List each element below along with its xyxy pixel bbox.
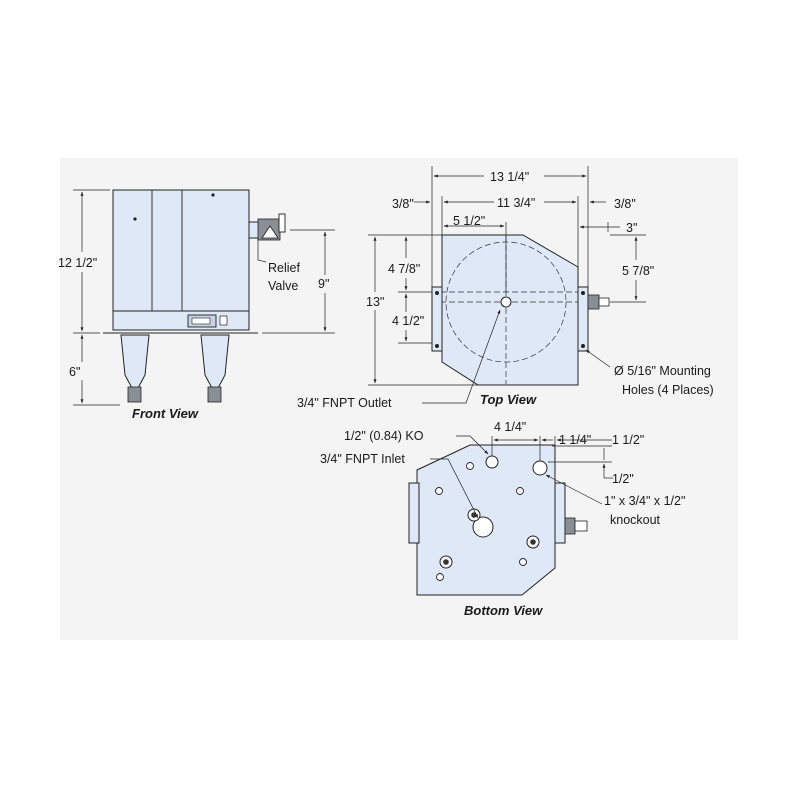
right-flange-label: 3/8" (614, 197, 636, 211)
upper-label: 4 7/8" (388, 262, 420, 276)
front-height-label: 12 1/2" (58, 256, 97, 270)
top-view-title: Top View (480, 392, 537, 407)
mounting-label-line-2: Holes (4 Places) (622, 383, 714, 397)
right-flange (577, 286, 589, 352)
front-base (112, 310, 250, 331)
inlet-label: 3/4" FNPT Inlet (320, 452, 405, 466)
leg-height-label: 6" (69, 365, 80, 379)
bottom-left-flange (408, 482, 420, 544)
center-offset-label: 5 1/2" (453, 214, 485, 228)
bottom-view-title: Bottom View (464, 603, 543, 618)
front-view-title: Front View (132, 406, 199, 421)
knockout-label-line-1: 1" x 3/4" x 1/2" (604, 494, 685, 508)
valve-height-label: 9" (318, 277, 329, 291)
leg-foot-right (207, 386, 222, 403)
bottom-valve-body (564, 517, 576, 535)
inlet-port (472, 516, 494, 538)
right-offset-label: 3" (626, 221, 637, 235)
overall-width-label: 13 1/4" (490, 170, 529, 184)
bolt-holes (435, 462, 527, 581)
lower-label: 4 1/2" (392, 314, 424, 328)
bottom-d4-label: 1/2" (612, 472, 634, 486)
bottom-d1-label: 4 1/4" (494, 420, 526, 434)
relief-valve (248, 213, 286, 241)
left-flange (431, 286, 443, 352)
front-leg-left (120, 334, 150, 389)
knockout-hole (532, 460, 548, 476)
front-view: 12 1/2" 6" Relief Valve 9" Front View (58, 189, 335, 421)
ko-hole (485, 455, 499, 469)
relief-label-line-1: Relief (268, 261, 300, 275)
top-view: 3/8" 3/8" 13 1/4" 11 3/4" 5 1/2" 3" 13" … (297, 166, 714, 410)
mounting-label-line-1: Ø 5/16" Mounting (614, 364, 711, 378)
bottom-d2-label: 1 1/4" (559, 433, 591, 447)
leg-foot-left (127, 386, 142, 403)
depth-label: 13" (366, 295, 384, 309)
knockout-label-line-2: knockout (610, 513, 661, 527)
left-flange-label: 3/8" (392, 197, 414, 211)
outlet-port (500, 296, 512, 308)
relief-label-line-2: Valve (268, 279, 298, 293)
bottom-right-flange (554, 482, 566, 544)
inner-width-label: 11 3/4" (497, 196, 535, 210)
outlet-label: 3/4" FNPT Outlet (297, 396, 392, 410)
ko-label: 1/2" (0.84) KO (344, 429, 424, 443)
front-leg-right (200, 334, 230, 389)
bottom-d3-label: 1 1/2" (612, 433, 644, 447)
top-valve-body (587, 294, 600, 310)
bottom-view: 1/2" (0.84) KO 3/4" FNPT Inlet 4 1/4" 1 … (320, 420, 685, 618)
front-tank-body (112, 189, 250, 312)
right-height-label: 5 7/8" (622, 264, 654, 278)
top-tank-outline (441, 234, 579, 386)
